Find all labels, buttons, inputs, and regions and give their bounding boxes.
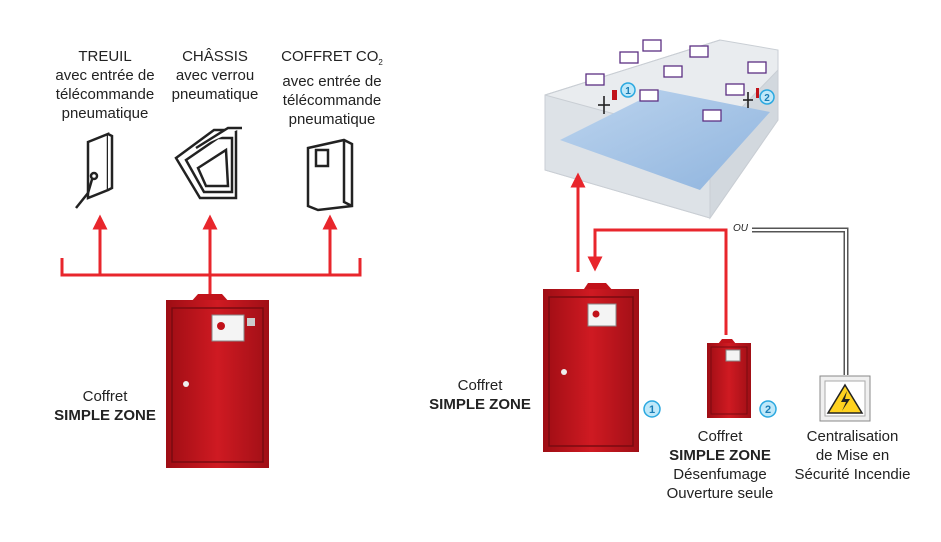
left-cabinet-label: Coffret SIMPLE ZONE: [54, 388, 156, 424]
right-red-arrows: [570, 172, 728, 335]
left-red-bus: [60, 214, 362, 295]
right-main-badge: 1: [643, 400, 661, 418]
right-small-badge: 2: [759, 400, 777, 418]
central-label: Centralisation de Mise en Sécurité Incen…: [794, 428, 911, 483]
co2-box-icon: [306, 138, 354, 212]
central-unit-icon: [819, 375, 871, 422]
right-main-cabinet: [543, 283, 639, 452]
central-link-line: [752, 227, 849, 375]
room-badge-1: 1: [620, 82, 636, 98]
left-cabinet: [166, 294, 269, 468]
svg-text:1: 1: [649, 404, 655, 416]
svg-text:2: 2: [764, 93, 770, 104]
room-3d: [544, 39, 779, 220]
winch-icon: [75, 132, 114, 209]
chassis-label: CHÂSSIS avec verrou pneumatique: [171, 48, 259, 103]
co2-label: COFFRET CO2 avec entrée de télécommande …: [281, 48, 383, 128]
right-small-cabinet-label: Coffret SIMPLE ZONE Désenfumage Ouvertur…: [666, 428, 774, 502]
right-small-cabinet: [707, 339, 751, 418]
room-vents: [585, 39, 767, 122]
svg-text:1: 1: [625, 86, 631, 97]
svg-text:2: 2: [765, 404, 771, 416]
room-badge-2: 2: [759, 89, 775, 105]
winch-label: TREUIL avec entrée de télécommande pneum…: [55, 48, 155, 122]
chassis-icon: [174, 126, 242, 200]
ou-label: OU: [733, 223, 748, 234]
room-devices: [598, 88, 759, 114]
right-main-cabinet-label: Coffret SIMPLE ZONE: [429, 377, 531, 413]
